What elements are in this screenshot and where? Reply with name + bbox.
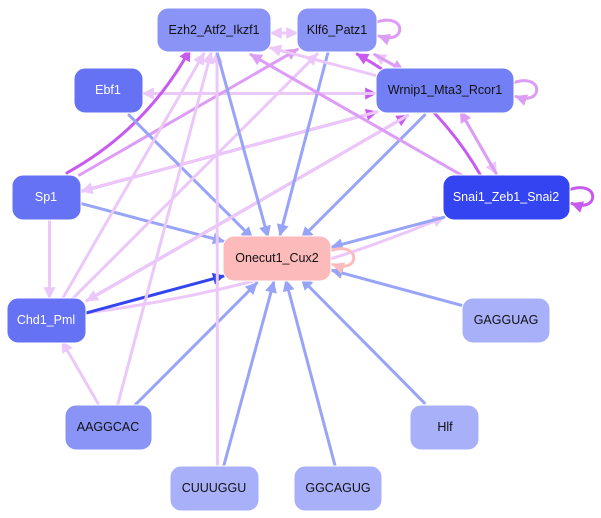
edge-aaggcac-to-chd1: [60, 339, 100, 405]
edge-snai1-to-snai1: [568, 186, 595, 213]
edge-wrnip1-to-ezh2: [268, 44, 377, 77]
node-label: Ebf1: [95, 83, 121, 97]
node-label: Ezh2_Atf2_Ikzf1: [168, 23, 259, 37]
node-box: [442, 174, 571, 221]
node-cuuuggu[interactable]: CUUUGGU: [169, 465, 260, 512]
node-box: [64, 404, 153, 451]
node-label: Snai1_Zeb1_Snai2: [453, 190, 559, 204]
edge-chd1-to-klf6: [69, 52, 319, 302]
edge-sp1-to-klf6: [78, 47, 299, 177]
node-label: Onecut1_Cux2: [235, 251, 318, 265]
edge-snai1-to-ezh2: [249, 53, 468, 180]
node-ezh2[interactable]: Ezh2_Atf2_Ikzf1: [156, 7, 272, 53]
edge-wrnip1-to-wrnip1: [512, 79, 539, 106]
node-aaggcac[interactable]: AAGGCAC: [64, 404, 153, 451]
node-box: [156, 7, 272, 53]
edge-aaggcac-to-onecut1: [131, 281, 259, 409]
node-ebf1[interactable]: Ebf1: [73, 67, 144, 114]
node-box: [461, 297, 551, 344]
node-box: [375, 67, 515, 114]
nodes-layer: Ezh2_Atf2_Ikzf1 Klf6_Patz1 Ebf1 Wrnip1_M…: [6, 7, 571, 512]
node-box: [296, 7, 378, 53]
edge-snai1-to-onecut1: [330, 215, 446, 251]
node-ggcagug[interactable]: GGCAGUG: [293, 465, 383, 512]
node-box: [409, 404, 480, 451]
edge-chd1-to-ezh2: [60, 51, 206, 301]
node-box: [169, 465, 260, 512]
edge-ggcagug-to-onecut1: [282, 278, 337, 467]
edge-ezh2-to-onecut1: [215, 51, 271, 239]
node-sp1[interactable]: Sp1: [11, 174, 82, 221]
node-label: Klf6_Patz1: [307, 23, 368, 37]
edge-wrnip1-to-onecut1: [300, 113, 427, 240]
node-label: AAGGCAC: [77, 420, 140, 434]
node-onecut1[interactable]: Onecut1_Cux2: [222, 235, 332, 282]
edge-wrnip1-to-chd1: [85, 114, 410, 303]
node-label: GGCAGUG: [305, 481, 370, 495]
node-label: GAGGUAG: [474, 313, 539, 327]
edge-chd1-to-onecut1: [85, 272, 226, 315]
node-wrnip1[interactable]: Wrnip1_Mta3_Rcor1: [375, 67, 515, 114]
node-hlf[interactable]: Hlf: [409, 404, 480, 451]
node-label: Wrnip1_Mta3_Rcor1: [388, 83, 502, 97]
edge-aaggcac-to-ezh2: [115, 51, 215, 408]
edge-klf6-to-klf6: [375, 18, 402, 46]
node-snai1[interactable]: Snai1_Zeb1_Snai2: [442, 174, 571, 221]
node-box: [293, 465, 383, 512]
edge-cuuuggu-to-onecut1: [222, 280, 277, 469]
node-label: Hlf: [437, 420, 453, 434]
edge-onecut1-to-onecut1: [329, 247, 356, 274]
node-label: Sp1: [35, 190, 57, 204]
node-gagguag[interactable]: GAGGUAG: [461, 297, 551, 344]
node-box: [11, 174, 82, 221]
edge-sp1-to-ezh2: [65, 48, 192, 175]
edge-hlf-to-onecut1: [299, 277, 426, 405]
node-box: [222, 235, 332, 282]
node-box: [6, 297, 87, 344]
node-klf6[interactable]: Klf6_Patz1: [296, 7, 378, 53]
edge-wrnip1-to-sp1: [80, 110, 379, 195]
edge-snai1-to-wrnip1: [459, 110, 498, 176]
edge-klf6-to-onecut1: [276, 49, 330, 237]
node-label: CUUUGGU: [182, 481, 247, 495]
node-label: Chd1_Pml: [17, 313, 75, 327]
node-box: [73, 67, 144, 114]
edge-gagguag-to-onecut1: [330, 267, 465, 308]
node-chd1[interactable]: Chd1_Pml: [6, 297, 87, 344]
